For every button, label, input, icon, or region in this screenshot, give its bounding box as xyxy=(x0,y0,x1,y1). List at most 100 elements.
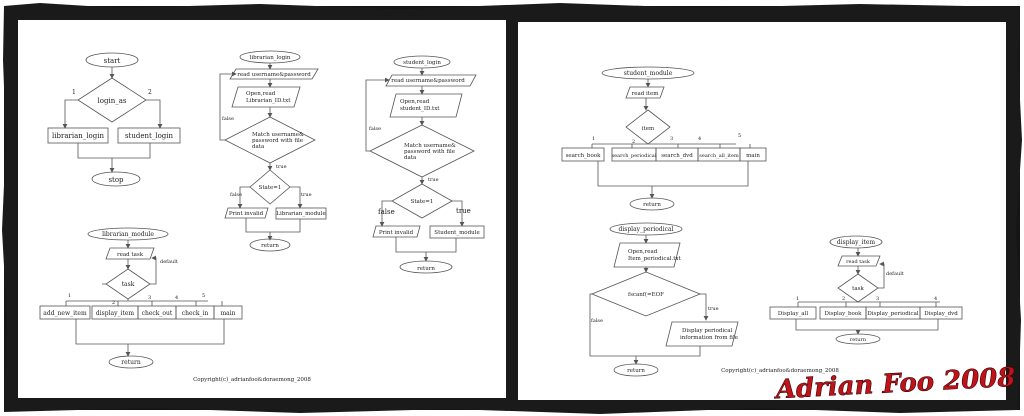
student-module-box-periodical: search_periodical xyxy=(612,153,657,159)
display-item-read: read task xyxy=(846,259,871,265)
right-copyright: Copyright(c)_adrianfoo&doraemong_2008 xyxy=(721,367,839,374)
librarian-module-default: default xyxy=(160,259,178,265)
librarian-login-match-2: password with file xyxy=(252,138,303,144)
librarian-login-state: State=1 xyxy=(259,185,282,191)
student-module-num-4: 4 xyxy=(698,136,701,142)
student-login-print-invalid: Print invalid xyxy=(379,230,414,236)
student-login-match-2: password with file xyxy=(404,149,455,155)
student-login-state: State=1 xyxy=(411,199,434,205)
librarian-login-return: return xyxy=(261,243,279,249)
student-login-true: true xyxy=(428,177,439,183)
login-as-decision-label: login_as xyxy=(98,97,127,105)
librarian-login-state-true: true xyxy=(301,192,312,198)
display-periodical-true: true xyxy=(708,306,719,312)
librarian-module-read: read task xyxy=(117,252,144,258)
librarian-login-title: librarian_login xyxy=(250,55,291,61)
student-module-title: student_module xyxy=(624,70,673,77)
student-login-open-1: Open,read xyxy=(400,99,430,105)
librarian-module-num-2: 2 xyxy=(112,300,115,306)
student-login-box-label: student_login xyxy=(125,132,174,140)
librarian-module-box-display: display_item xyxy=(96,310,134,317)
student-login-state-false: false xyxy=(378,208,395,216)
display-periodical-open-1: Open,read xyxy=(628,249,658,255)
left-paper xyxy=(18,20,506,398)
right-paper xyxy=(518,22,1006,400)
display-item-return: return xyxy=(850,337,867,343)
display-item-box-dvd: Display_dvd xyxy=(924,311,958,317)
librarian-login-open-1: Open,read xyxy=(246,91,276,97)
display-periodical-return: return xyxy=(627,368,645,374)
librarian-module-title: librarian_module xyxy=(102,231,154,238)
student-module-box-book: search_book xyxy=(566,153,602,159)
librarian-login-match-1: Match username& xyxy=(252,132,304,138)
librarian-login-false: false xyxy=(222,116,234,122)
student-module-num-5: 5 xyxy=(738,133,741,139)
student-module-box-main: main xyxy=(746,153,760,159)
student-module-return: return xyxy=(643,202,661,208)
display-item-box-all: Display_all xyxy=(778,311,808,317)
display-item-flow xyxy=(769,235,963,345)
student-login-next-module: Student_module xyxy=(434,230,479,236)
librarian-login-next-module: Librarian_module xyxy=(276,211,325,217)
branch-2-label: 2 xyxy=(148,89,152,96)
librarian-module-box-checkin: check_in xyxy=(182,310,209,317)
student-module-num-1: 1 xyxy=(592,136,595,142)
librarian-module-num-4: 4 xyxy=(175,295,178,301)
librarian-module-box-add: add_new_item xyxy=(43,310,87,317)
student-module-num-2: 2 xyxy=(632,139,635,145)
librarian-login-box-label: librarian_login xyxy=(52,132,104,140)
librarian-login-match-3: data xyxy=(252,144,265,150)
student-login-state-true: true xyxy=(456,207,471,215)
librarian-module-num-5: 5 xyxy=(202,293,205,299)
display-item-default: default xyxy=(886,271,904,277)
student-login-match-1: Match username& xyxy=(404,143,456,149)
student-login-return: return xyxy=(417,266,435,272)
librarian-module-box-checkout: check_out xyxy=(142,310,173,317)
librarian-module-flow xyxy=(39,227,243,369)
stop-label: stop xyxy=(108,176,124,184)
display-item-num-4: 4 xyxy=(934,296,937,302)
main-login-flow xyxy=(47,52,181,187)
librarian-module-num-1: 1 xyxy=(68,293,71,299)
left-copyright: Copyright(c)_adrianfoo&doraemong_2008 xyxy=(193,376,311,383)
start-label: start xyxy=(104,57,121,65)
display-periodical-open-2: Item_periodical.txt xyxy=(628,256,682,262)
librarian-module-num-3: 3 xyxy=(148,295,151,301)
student-module-box-dvd: search_dvd xyxy=(661,153,693,159)
display-item-task: task xyxy=(852,286,864,292)
display-item-box-book: Display_book xyxy=(825,311,863,317)
branch-1-label: 1 xyxy=(72,89,76,96)
display-periodical-info-2: information from file xyxy=(680,335,738,341)
student-login-flow xyxy=(365,55,485,274)
librarian-login-read: read username&password xyxy=(237,72,311,78)
display-periodical-false: false xyxy=(591,318,603,324)
display-item-num-2: 2 xyxy=(842,296,845,302)
display-periodical-decision: fscanf(=EOF xyxy=(628,291,664,298)
display-item-num-3: 3 xyxy=(876,296,879,302)
librarian-module-box-main: main xyxy=(220,310,235,317)
student-module-box-all: search_all_item xyxy=(699,153,739,159)
student-login-false: false xyxy=(369,126,381,132)
display-item-num-1: 1 xyxy=(796,296,799,302)
display-periodical-title: display_periodical xyxy=(619,226,674,233)
student-login-match-3: data xyxy=(404,155,417,161)
student-module-num-3: 3 xyxy=(670,136,673,142)
student-module-read: read item xyxy=(632,91,660,97)
librarian-login-print-invalid: Print invalid xyxy=(229,211,264,217)
display-periodical-info-1: Display periodical xyxy=(682,328,733,334)
librarian-login-state-false: false xyxy=(230,192,242,198)
display-item-title: display_item xyxy=(837,239,875,246)
student-login-read: read username&password xyxy=(391,78,465,84)
student-login-open-2: student_ID.txt xyxy=(400,106,440,112)
student-module-flow xyxy=(561,66,767,211)
librarian-login-flow xyxy=(219,50,327,252)
librarian-login-open-2: Librarian_ID.txt xyxy=(246,98,291,104)
student-module-item: item xyxy=(642,126,655,132)
display-periodical-flow xyxy=(589,222,739,377)
librarian-module-task: task xyxy=(122,281,135,288)
librarian-module-return: return xyxy=(121,359,141,366)
student-login-title: student_login xyxy=(403,60,441,66)
librarian-login-true: true xyxy=(276,164,287,170)
display-item-box-periodical: Display_periodical xyxy=(867,311,919,317)
